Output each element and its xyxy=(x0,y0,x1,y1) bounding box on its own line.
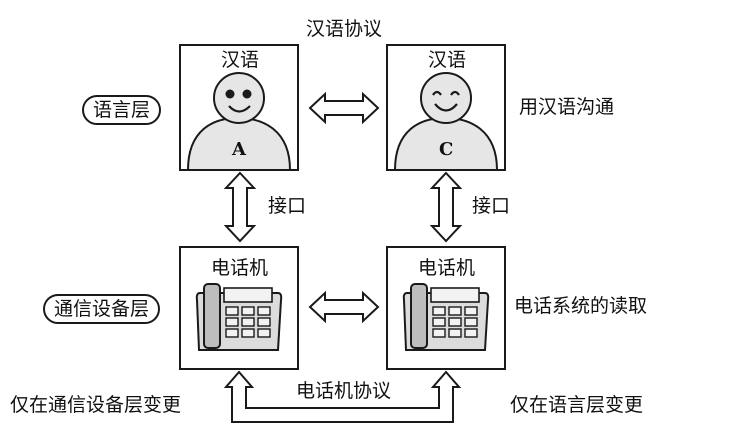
bottom-right-note: 仅在语言层变更 xyxy=(510,394,644,416)
telephone-icon xyxy=(402,283,490,351)
right-upper-note: 用汉语沟通 xyxy=(519,96,615,118)
interface-arrow-left xyxy=(223,171,257,243)
person-a-smile xyxy=(228,105,251,113)
person-a-language-label: 汉语 xyxy=(221,49,260,71)
person-c-language-label: 汉语 xyxy=(428,49,467,71)
top-protocol-label: 汉语协议 xyxy=(306,18,383,40)
person-c-head xyxy=(420,72,472,124)
person-a-right-eye xyxy=(242,89,252,99)
phone-a-title: 电话机 xyxy=(211,257,269,279)
person-c-left-eye xyxy=(432,90,442,96)
bottom-protocol-connector xyxy=(223,370,462,423)
device-layer-label: 通信设备层 xyxy=(43,294,161,324)
right-lower-note: 电话系统的读取 xyxy=(514,295,648,317)
phone-c-title: 电话机 xyxy=(418,257,476,279)
person-c-figure xyxy=(393,72,499,171)
bottom-left-note: 仅在通信设备层变更 xyxy=(10,394,182,416)
interface-arrow-right xyxy=(429,171,463,243)
person-a-letter: A xyxy=(232,139,246,160)
person-a-head xyxy=(213,72,265,124)
interface-label-right: 接口 xyxy=(472,195,511,217)
person-c-right-eye xyxy=(450,90,460,96)
language-layer-label: 语言层 xyxy=(82,95,162,125)
bottom-protocol-label: 电话机协议 xyxy=(296,380,392,402)
person-a-figure xyxy=(186,72,292,171)
telephone-icon xyxy=(195,283,283,351)
device-protocol-arrow xyxy=(308,290,380,324)
person-c-smile xyxy=(434,103,458,112)
person-c-letter: C xyxy=(439,139,454,160)
interface-label-left: 接口 xyxy=(268,195,307,217)
language-protocol-arrow xyxy=(308,91,380,125)
person-a-left-eye xyxy=(225,89,235,99)
